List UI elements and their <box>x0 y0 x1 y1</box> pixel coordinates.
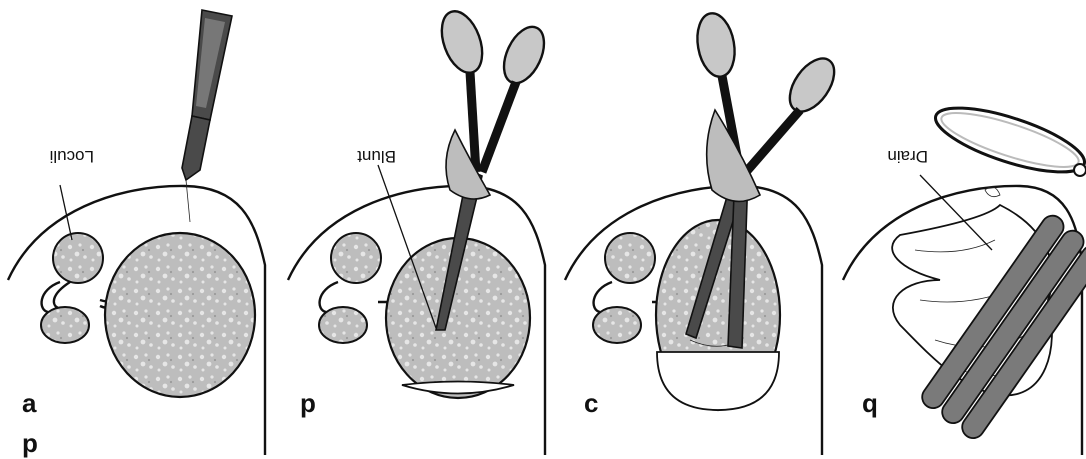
drain-label: Drain <box>887 147 928 166</box>
locule-lower <box>41 307 89 343</box>
locule-upper <box>53 233 103 283</box>
locule-upper <box>331 233 381 283</box>
safety-pin-icon <box>929 95 1086 185</box>
panel-letter-c: c <box>584 388 598 418</box>
drained-space <box>657 352 779 410</box>
locule-lower <box>593 307 641 343</box>
scalpel-icon <box>182 10 232 222</box>
panel-c: c <box>565 10 843 455</box>
abscess-cavity <box>105 233 255 397</box>
panel-letter-d: q <box>862 388 878 418</box>
drained-space <box>402 382 514 394</box>
bottom-label: p <box>22 428 38 458</box>
loculi-label: Loculi <box>50 147 94 166</box>
panel-b: Blunt p <box>288 6 552 455</box>
panel-d: Drain q <box>843 95 1086 455</box>
panel-letter-a: a <box>22 388 37 418</box>
locule-lower <box>319 307 367 343</box>
locule-upper <box>605 233 655 283</box>
locule-connection <box>320 282 392 312</box>
suture <box>985 187 1000 197</box>
locule-connection <box>42 282 114 312</box>
panel-letter-b: p <box>300 388 316 418</box>
blunt-label: Blunt <box>357 147 396 166</box>
panel-a: Loculi a <box>8 10 265 455</box>
